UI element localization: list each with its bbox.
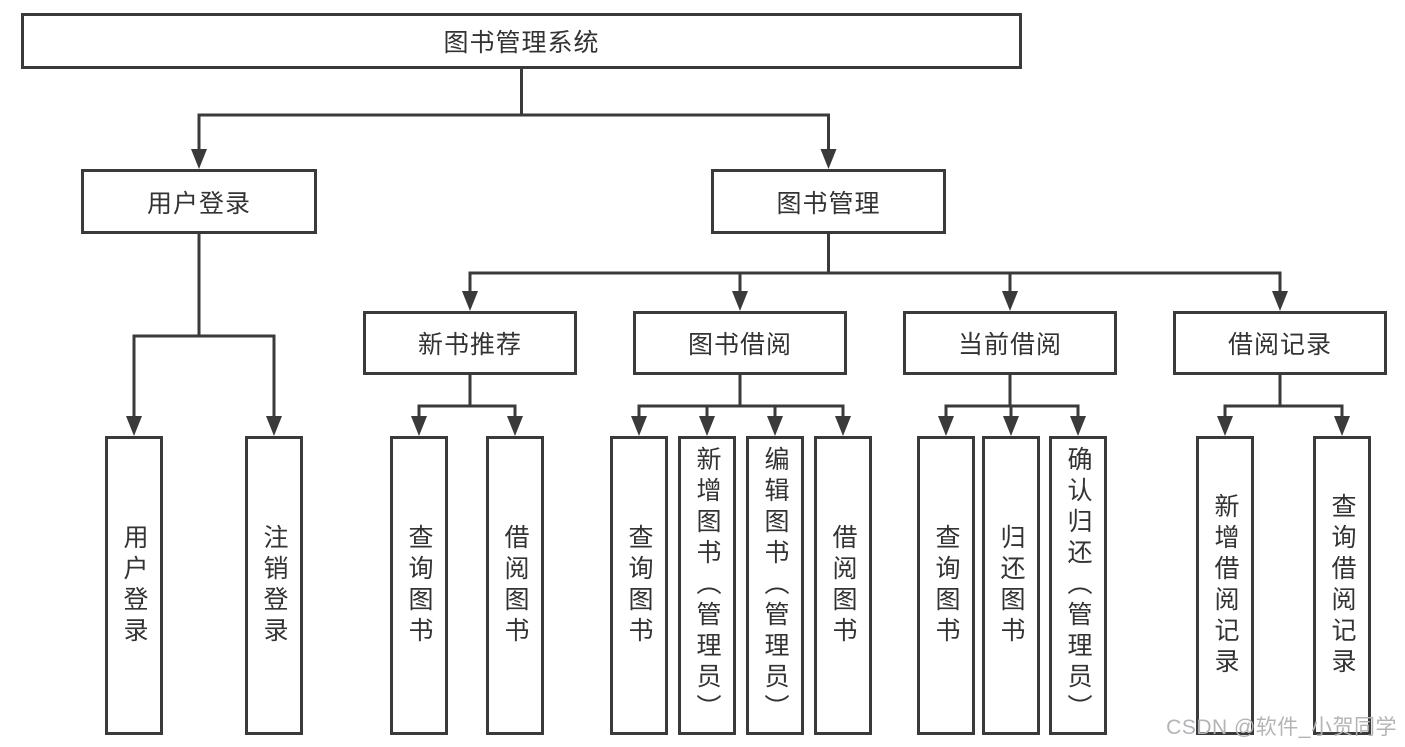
arrowhead-icon [1070,416,1086,436]
arrowhead-icon [820,149,837,169]
arrowhead-icon [1272,291,1288,311]
arrowhead-icon [266,416,282,436]
node-leaf-return-books: 归还图书 [982,436,1040,735]
connector-path [132,67,1344,424]
node-leaf-user-login: 用户登录 [105,436,163,735]
node-user-login: 用户登录 [81,169,317,234]
node-leaf-query-books-2: 查询图书 [610,436,668,735]
node-leaf-query-borrow-record: 查询借阅记录 [1313,436,1371,735]
arrowhead-icon [507,416,523,436]
arrowhead-icon [732,291,748,311]
arrowhead-icon [631,416,647,436]
node-borrowing-records: 借阅记录 [1173,311,1387,375]
node-root: 图书管理系统 [21,13,1022,69]
node-leaf-add-book-admin: 新增图书（管理员） [678,436,736,735]
arrowhead-icon [1002,291,1018,311]
arrowhead-icon [462,291,478,311]
arrowhead-icon [1003,416,1019,436]
watermark: CSDN @软件_小贺同学 [1166,716,1397,739]
node-book-management: 图书管理 [711,169,946,234]
arrowhead-icon [835,416,851,436]
node-leaf-borrow-books-1: 借阅图书 [486,436,544,735]
node-new-book-recommendation: 新书推荐 [363,311,577,375]
node-current-borrowing: 当前借阅 [903,311,1117,375]
arrowhead-icon [126,416,142,436]
node-leaf-confirm-return-admin: 确认归还（管理员） [1049,436,1107,735]
arrowhead-icon [191,149,207,169]
node-book-borrowing: 图书借阅 [633,311,847,375]
node-leaf-logout: 注销登录 [245,436,303,735]
node-leaf-edit-book-admin: 编辑图书（管理员） [746,436,804,735]
node-leaf-add-borrow-record: 新增借阅记录 [1196,436,1254,735]
arrowhead-icon [411,416,427,436]
node-leaf-query-books-1: 查询图书 [390,436,448,735]
arrowhead-icon [1217,416,1233,436]
node-leaf-query-books-3: 查询图书 [917,436,975,735]
arrowhead-icon [699,416,715,436]
node-leaf-borrow-books-2: 借阅图书 [814,436,872,735]
arrowhead-icon [767,416,783,436]
arrowhead-icon [1334,416,1350,436]
arrowhead-icon [938,416,954,436]
